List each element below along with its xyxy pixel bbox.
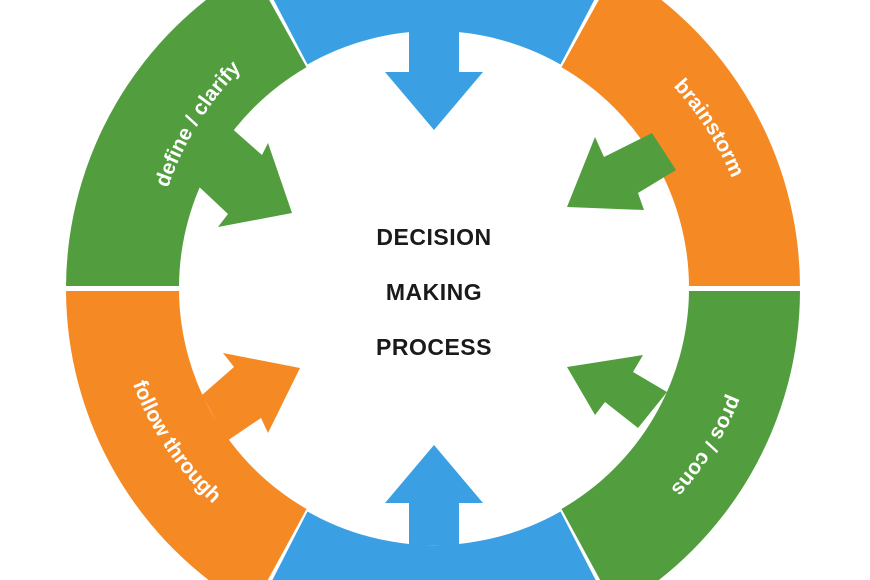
segment-define-clarify [66,0,307,286]
segment-bottom [272,511,596,580]
segment-follow-through [66,291,307,580]
center-title-line-1: DECISION [376,224,492,250]
arrow-down-icon [385,30,483,130]
center-title: DECISION MAKING PROCESS [334,210,534,375]
segment-brainstorm [561,0,800,286]
arrow-up-icon [385,445,483,545]
segment-pros-cons [561,291,800,580]
arrow-inward-define-icon [195,125,292,227]
center-title-line-2: MAKING [385,279,483,305]
arrow-inward-brainstorm-icon [567,133,676,210]
center-title-line-3: PROCESS [376,334,492,360]
arrow-follow-through-icon [202,353,300,441]
arrow-pros-cons-icon [567,355,667,428]
segment-top [273,0,595,65]
